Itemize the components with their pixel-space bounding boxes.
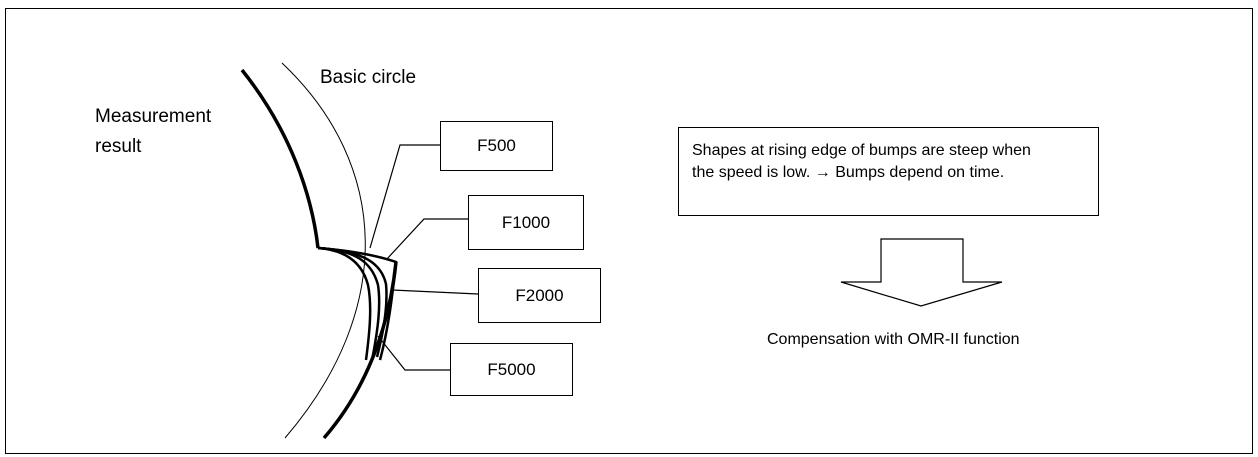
leader-line-f500 <box>369 144 440 249</box>
measurement-curve-upper <box>240 68 320 249</box>
leader-line-f2000 <box>391 289 479 295</box>
block-arrow <box>840 238 1003 307</box>
measurement-result-label-line2: result <box>95 136 142 157</box>
compensation-label: Compensation with OMR-II function <box>767 331 1020 348</box>
leader-line-f5000 <box>377 335 450 371</box>
bump-curve-f500 <box>317 246 372 361</box>
note-line-2: the speed is low. → Bumps depend on time… <box>692 164 1005 181</box>
bump-curve-f5000 <box>317 246 398 361</box>
feed-box-f2000: F2000 <box>478 268 601 323</box>
feed-box-f1000: F1000 <box>468 195 584 250</box>
basic-circle-label: Basic circle <box>320 67 417 88</box>
measurement-result-label-line1: Measurement <box>95 106 212 127</box>
feed-box-f5000: F5000 <box>450 343 573 396</box>
basic-circle-arc <box>281 62 366 439</box>
note-box: Shapes at rising edge of bumps are steep… <box>678 127 1099 216</box>
diagram-frame <box>5 8 1253 454</box>
leader-line-f1000 <box>385 218 468 261</box>
feed-box-f500: F500 <box>440 121 553 171</box>
note-line-1: Shapes at rising edge of bumps are steep… <box>692 142 1031 159</box>
